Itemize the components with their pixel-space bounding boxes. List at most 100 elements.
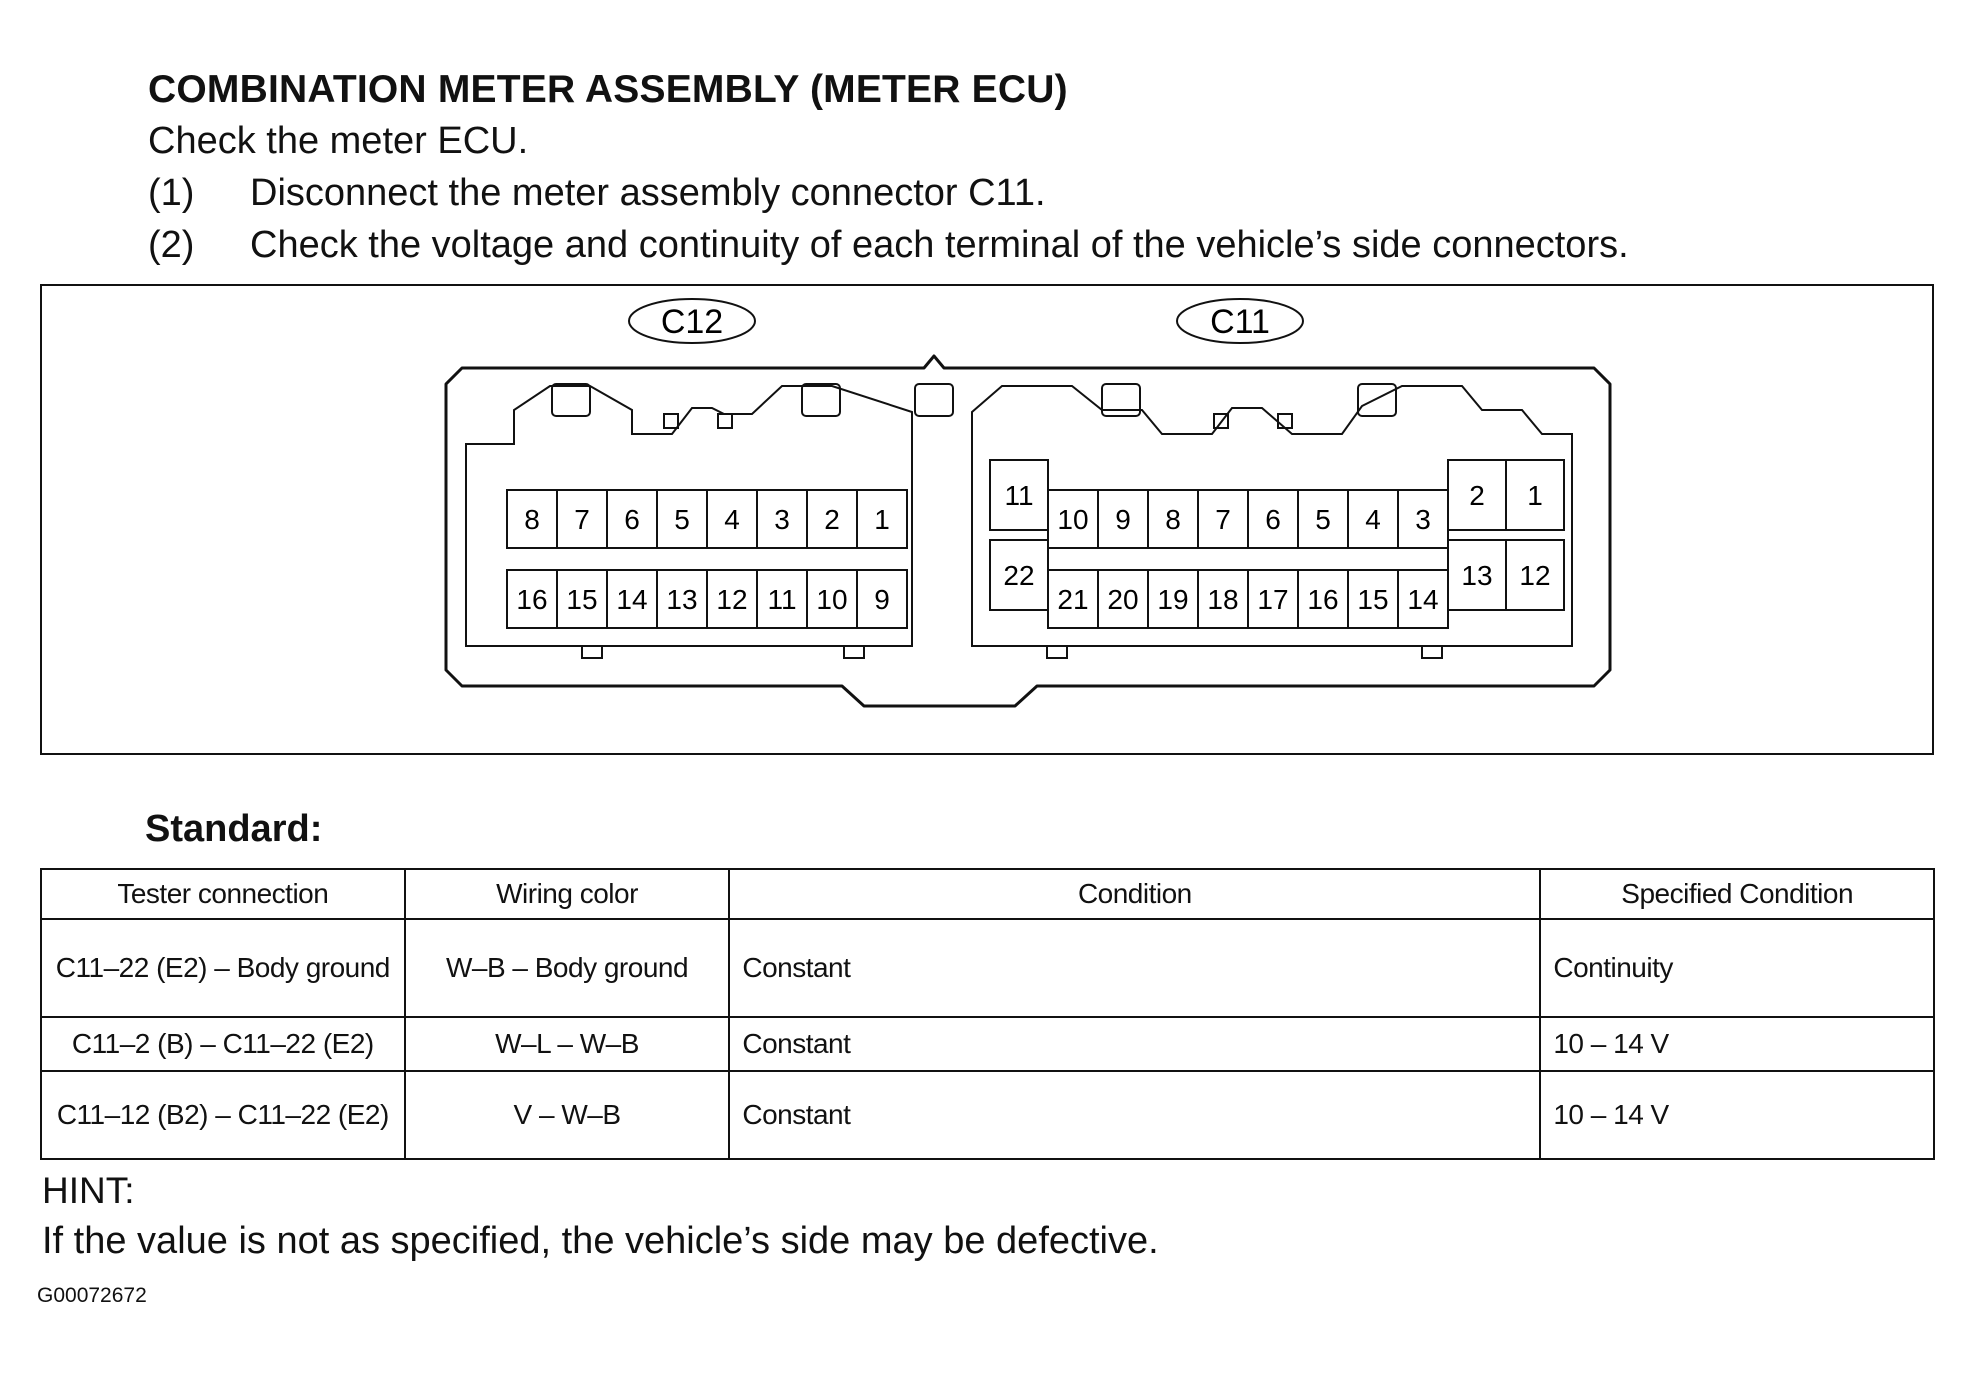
pin-number: 6 xyxy=(1265,504,1281,535)
connector-diagram: C12 C11 xyxy=(40,284,1934,755)
connector-pin: 2 xyxy=(806,489,858,549)
condition-cell: Constant xyxy=(728,918,1542,1018)
specified-condition-cell: Continuity xyxy=(1539,918,1935,1018)
connector-pin: 9 xyxy=(1097,489,1149,549)
pin-number: 13 xyxy=(1461,560,1492,591)
connector-pin: 12 xyxy=(706,569,758,629)
column-header-wiring-color: Wiring color xyxy=(403,868,731,920)
condition-cell: Constant xyxy=(728,1016,1542,1072)
pin-number: 7 xyxy=(1215,504,1231,535)
condition-cell: Constant xyxy=(728,1070,1542,1160)
connector-pin: 15 xyxy=(556,569,608,629)
table-row: C11–12 (B2) – C11–22 (E2) V – W–B Consta… xyxy=(40,1070,1935,1160)
tester-connection-cell: C11–12 (B2) – C11–22 (E2) xyxy=(40,1070,406,1160)
connector-housing xyxy=(444,354,1612,708)
standard-label: Standard: xyxy=(145,808,323,850)
pin-number: 4 xyxy=(1365,504,1381,535)
connector-pin: 22 xyxy=(989,539,1049,611)
pin-number: 18 xyxy=(1207,584,1238,615)
pin-number: 20 xyxy=(1107,584,1138,615)
connector-pin: 16 xyxy=(1297,569,1349,629)
connector-label-text: C12 xyxy=(661,303,723,341)
pin-number: 9 xyxy=(1115,504,1131,535)
pin-number: 6 xyxy=(624,504,640,535)
pin-number: 2 xyxy=(824,504,840,535)
intro-text: Check the meter ECU. xyxy=(148,120,529,162)
wiring-color-cell: W–B – Body ground xyxy=(403,918,731,1018)
connector-pin: 17 xyxy=(1247,569,1299,629)
connector-label-text: C11 xyxy=(1210,303,1270,341)
connector-pin: 8 xyxy=(506,489,558,549)
pin-number: 1 xyxy=(1527,480,1543,511)
bottom-keys xyxy=(581,646,1443,659)
pin-number: 11 xyxy=(1004,480,1033,511)
connector-label-c11: C11 xyxy=(1176,298,1304,344)
pin-number: 11 xyxy=(767,584,796,615)
connector-pin: 6 xyxy=(606,489,658,549)
pin-number: 14 xyxy=(1407,584,1438,615)
column-header-tester-connection: Tester connection xyxy=(40,868,406,920)
pin-number: 14 xyxy=(616,584,647,615)
pin-number: 12 xyxy=(716,584,747,615)
specified-condition-cell: 10 – 14 V xyxy=(1539,1070,1935,1160)
pin-number: 8 xyxy=(1165,504,1181,535)
connector-pin: 6 xyxy=(1247,489,1299,549)
pin-number: 4 xyxy=(724,504,740,535)
connector-pin: 4 xyxy=(706,489,758,549)
connector-pin: 20 xyxy=(1097,569,1149,629)
pin-number: 10 xyxy=(1057,504,1088,535)
connector-pin: 11 xyxy=(756,569,808,629)
connector-pin: 10 xyxy=(1047,489,1099,549)
connector-pin: 10 xyxy=(806,569,858,629)
connector-pin: 7 xyxy=(556,489,608,549)
step-number: (1) xyxy=(148,172,195,214)
pin-number: 3 xyxy=(1415,504,1431,535)
step-2: (2)Check the voltage and continuity of e… xyxy=(148,224,1629,267)
connector-pin: 5 xyxy=(1297,489,1349,549)
hint-title: HINT: xyxy=(42,1170,135,1211)
pin-number: 12 xyxy=(1519,560,1550,591)
section-heading: COMBINATION METER ASSEMBLY (METER ECU) xyxy=(148,68,1068,111)
pin-number: 9 xyxy=(874,584,890,615)
table-row: C11–22 (E2) – Body ground W–B – Body gro… xyxy=(40,918,1935,1018)
c12-inner-housing xyxy=(465,385,913,647)
pin-number: 5 xyxy=(674,504,690,535)
hint-text: If the value is not as specified, the ve… xyxy=(42,1220,1159,1262)
tester-connection-cell: C11–22 (E2) – Body ground xyxy=(40,918,406,1018)
connector-label-c12: C12 xyxy=(628,298,756,344)
connector-pin: 2 xyxy=(1447,459,1507,531)
connector-pin: 16 xyxy=(506,569,558,629)
connector-pin: 5 xyxy=(656,489,708,549)
connector-pin: 9 xyxy=(856,569,908,629)
column-header-condition: Condition xyxy=(728,868,1542,920)
specified-condition-cell: 10 – 14 V xyxy=(1539,1016,1935,1072)
connector-pin: 4 xyxy=(1347,489,1399,549)
pin-number: 22 xyxy=(1003,560,1034,591)
pin-number: 1 xyxy=(874,504,890,535)
pin-number: 10 xyxy=(816,584,847,615)
connector-pin: 13 xyxy=(656,569,708,629)
column-header-specified-condition: Specified Condition xyxy=(1539,868,1935,920)
pin-number: 2 xyxy=(1469,480,1485,511)
connector-pin: 11 xyxy=(989,459,1049,531)
connector-pin: 15 xyxy=(1347,569,1399,629)
connector-pin: 19 xyxy=(1147,569,1199,629)
pin-number: 21 xyxy=(1057,584,1088,615)
connector-pin: 14 xyxy=(606,569,658,629)
connector-pin: 14 xyxy=(1397,569,1449,629)
wiring-color-cell: V – W–B xyxy=(403,1070,731,1160)
pin-number: 5 xyxy=(1315,504,1331,535)
latch-tabs xyxy=(551,383,1397,429)
table-row: C11–2 (B) – C11–22 (E2) W–L – W–B Consta… xyxy=(40,1016,1935,1072)
step-1: (1) Disconnect the meter assembly connect… xyxy=(148,172,1046,215)
pin-number: 8 xyxy=(524,504,540,535)
pin-number: 7 xyxy=(574,504,590,535)
connector-pin: 8 xyxy=(1147,489,1199,549)
c11-inner-housing xyxy=(971,385,1573,647)
pin-number: 15 xyxy=(566,584,597,615)
step-text: Disconnect the meter assembly connector … xyxy=(250,172,1046,214)
pin-number: 15 xyxy=(1357,584,1388,615)
pin-number: 17 xyxy=(1257,584,1288,615)
